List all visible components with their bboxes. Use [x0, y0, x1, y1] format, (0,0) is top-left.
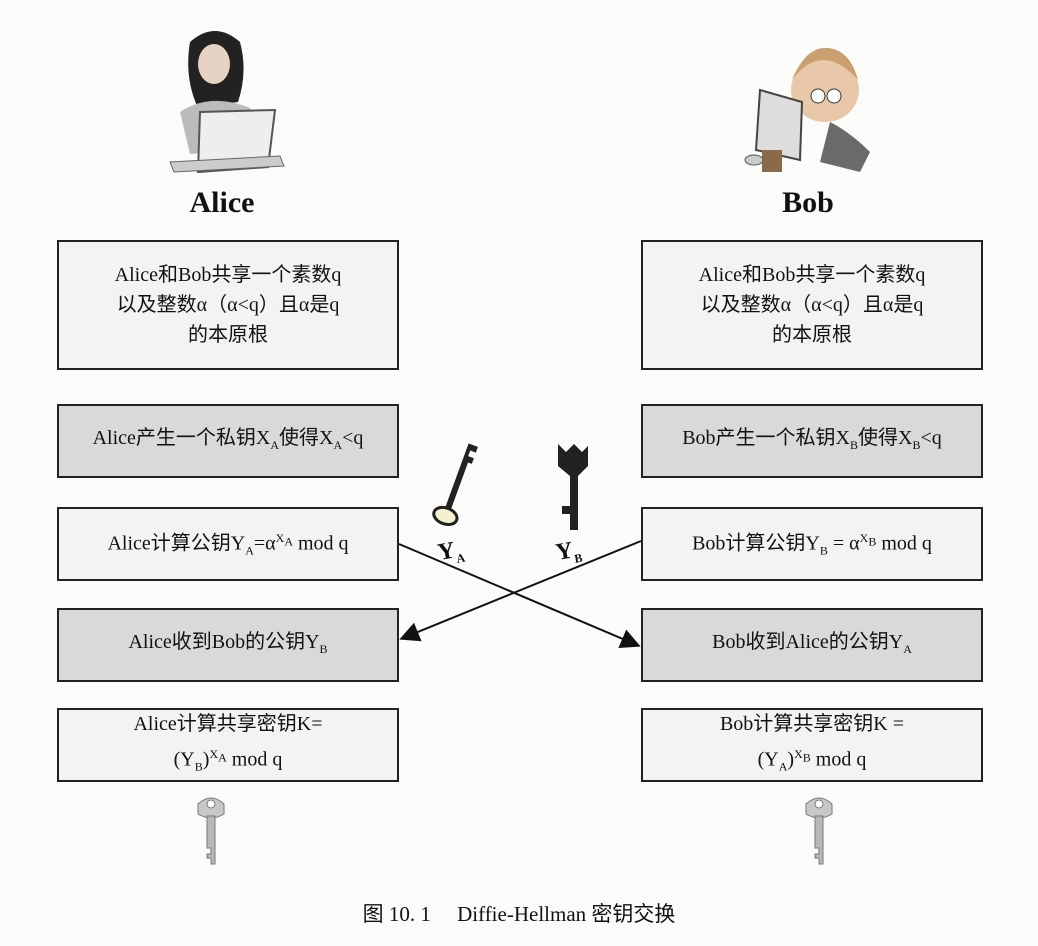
alice-box-shared-secret: Alice计算共享密钥K= (YB)XA mod q — [57, 708, 399, 782]
bob-box-private-key: Bob产生一个私钥XB使得XB<q — [641, 404, 983, 478]
alice-box-public-key: Alice计算公钥YA=αXA mod q — [57, 507, 399, 581]
alice-box-shared-params: Alice和Bob共享一个素数q 以及整数α（α<q）且α是q 的本原根 — [57, 240, 399, 370]
shared-key-icon — [805, 797, 833, 865]
alice-box1-line2: 以及整数α（α<q）且α是q — [116, 294, 340, 316]
public-key-icon — [432, 443, 478, 527]
bob-person-icon — [744, 47, 870, 172]
bob-box1-line2: 以及整数α（α<q）且α是q — [700, 294, 924, 316]
bob-box1-line1: Alice和Bob共享一个素数q — [698, 264, 926, 286]
alice-box1-line3: 的本原根 — [188, 324, 268, 346]
bob-box-receive: Bob收到Alice的公钥YA — [641, 608, 983, 682]
bob-box3-text: Bob计算公钥YB = αXB mod q — [692, 530, 932, 558]
alice-box5-line2: (YB)XA mod q — [173, 746, 283, 774]
arrow-alice-to-bob — [398, 543, 641, 648]
arrow-bob-to-alice — [399, 540, 642, 642]
public-key-icon — [558, 444, 588, 530]
shared-key-icon — [197, 797, 225, 865]
bob-box5-line2: (YA)XB mod q — [757, 746, 867, 774]
alice-box5-line1: Alice计算共享密钥K= — [133, 712, 323, 735]
bob-box5-line1: Bob计算共享密钥K = — [719, 712, 905, 735]
bob-box-shared-params: Alice和Bob共享一个素数q 以及整数α（α<q）且α是q 的本原根 — [641, 240, 983, 370]
bob-box-public-key: Bob计算公钥YB = αXB mod q — [641, 507, 983, 581]
public-key-label-a: YA — [435, 537, 467, 567]
bob-box1-line3: 的本原根 — [772, 324, 852, 346]
bob-box2-text: Bob产生一个私钥XB使得XB<q — [682, 426, 942, 452]
bob-box-shared-secret: Bob计算共享密钥K = (YA)XB mod q — [641, 708, 983, 782]
alice-name: Alice — [189, 186, 255, 219]
bob-box4-text: Bob收到Alice的公钥YA — [712, 630, 912, 656]
figure-caption: 图 10. 1 Diffie-Hellman 密钥交换 — [362, 902, 676, 926]
alice-person-icon — [169, 31, 285, 174]
bob-name: Bob — [782, 186, 834, 219]
alice-box-private-key: Alice产生一个私钥XA使得XA<q — [57, 404, 399, 478]
alice-box3-text: Alice计算公钥YA=αXA mod q — [107, 530, 349, 558]
alice-box4-text: Alice收到Bob的公钥YB — [128, 630, 328, 656]
alice-box1-line1: Alice和Bob共享一个素数q — [114, 264, 342, 286]
public-key-label-b: YB — [553, 537, 584, 567]
alice-box2-text: Alice产生一个私钥XA使得XA<q — [92, 426, 364, 452]
alice-box-receive: Alice收到Bob的公钥YB — [57, 608, 399, 682]
